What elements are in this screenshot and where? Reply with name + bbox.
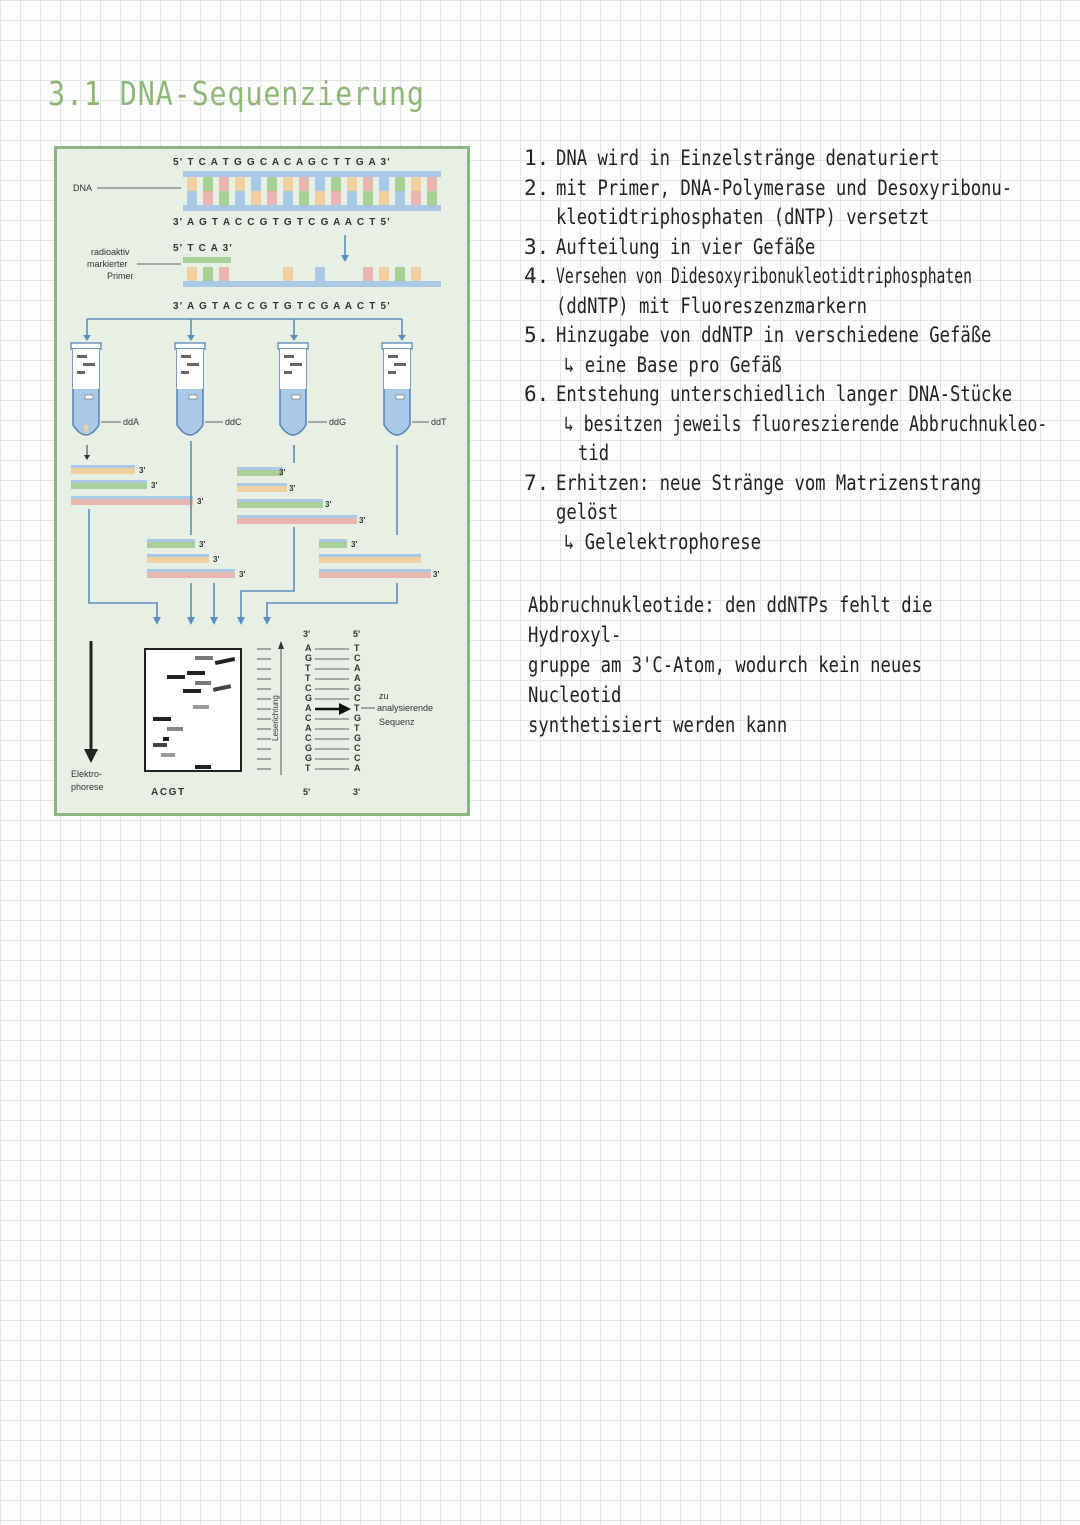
- strand-bottom-label: 3' A G T A C C G T G T C G A A C T 5': [173, 217, 391, 228]
- read-sequence: 3' A G T T C G A C A C G G T 5': [303, 629, 312, 797]
- ana-seq-5: G: [354, 683, 361, 693]
- analysed-sequence: 5' T C A A G C T G T G C C A 3': [353, 629, 361, 797]
- three-prime-t1: 3': [351, 540, 357, 549]
- three-prime-g1: 3': [279, 468, 285, 477]
- three-prime-g4: 3': [359, 516, 365, 525]
- list-item: 5.Hinzugabe von ddNTP in verschiedene Ge…: [524, 323, 992, 347]
- three-prime-a3: 3': [197, 497, 203, 506]
- read-seq-6: G: [305, 693, 312, 703]
- read-seq-7: A: [305, 703, 312, 713]
- zu-label-3: Sequenz: [379, 717, 415, 727]
- read-seq-11: G: [305, 743, 312, 753]
- read-seq-13: T: [305, 763, 311, 773]
- list-item: 1.DNA wird in Einzelstränge denaturiert: [524, 146, 940, 170]
- three-prime-c3: 3': [239, 570, 245, 579]
- three-prime-c1: 3': [199, 540, 205, 549]
- read-seq-12: G: [305, 753, 312, 763]
- dna-label: DNA: [73, 183, 92, 193]
- gel-lane-labels: ACGT: [151, 787, 186, 798]
- strand-top-label: 5' T C A T G G C A C A G C T T G A 3': [173, 157, 391, 168]
- three-prime-c2: 3': [213, 555, 219, 564]
- electrophoresis-label-1: Elektro-: [71, 769, 102, 779]
- tube-ddG: [277, 342, 309, 436]
- list-item: 7.Erhitzen: neue Stränge vom Matrizenstr…: [524, 470, 982, 495]
- page-title: 3.1 DNA-Sequenzierung: [48, 74, 425, 113]
- three-prime-g2: 3': [289, 484, 295, 493]
- zu-label-2: analysierende: [377, 703, 433, 713]
- steps-list: 1.DNA wird in Einzelstränge denaturiert …: [524, 144, 1074, 557]
- gel: ACGT: [144, 648, 242, 798]
- read-seq-14: 5': [303, 787, 310, 797]
- three-prime-g3: 3': [325, 500, 331, 509]
- ana-seq-2: C: [354, 653, 361, 663]
- tube-label-ddT: ddT: [431, 417, 447, 427]
- read-seq-4: T: [305, 673, 311, 683]
- definition-line: Abbruchnukleotide: den ddNTPs fehlt die …: [528, 593, 933, 647]
- tube-label-ddG: ddG: [329, 417, 346, 427]
- ana-seq-11: C: [354, 743, 361, 753]
- tube-ddT: [381, 342, 413, 436]
- ana-seq-6: C: [354, 693, 361, 703]
- ana-seq-14: 3': [353, 787, 360, 797]
- tube-label-ddA: ddA: [123, 417, 139, 427]
- primer-label-3: Primer: [107, 271, 134, 281]
- read-seq-3: T: [305, 663, 311, 673]
- read-seq-5: C: [305, 683, 312, 693]
- three-prime-a1: 3': [139, 466, 145, 475]
- ana-seq-1: T: [354, 643, 360, 653]
- read-seq-10: C: [305, 733, 312, 743]
- dna-nucleotides-top: [187, 177, 437, 191]
- list-item: 6.Entstehung unterschiedlich langer DNA-…: [524, 382, 1013, 406]
- primer-seq-label: 5' T C A 3': [173, 243, 233, 254]
- sanger-diagram: 5' T C A T G G C A C A G C T T G A 3': [70, 157, 447, 798]
- three-prime-a2: 3': [151, 481, 157, 490]
- gel-bands: [153, 656, 236, 769]
- list-item: 3.Aufteilung in vier Gefäße: [524, 234, 816, 259]
- read-seq-1: A: [305, 643, 312, 653]
- definition-line: gruppe am 3'C-Atom, wodurch kein neues N…: [528, 653, 922, 707]
- dna-nucleotides-bottom: [187, 191, 437, 205]
- tube-label-ddC: ddC: [225, 417, 242, 427]
- ana-seq-0: 5': [353, 629, 360, 639]
- ana-seq-10: G: [354, 733, 361, 743]
- fragments-ddA: 3' 3' 3': [71, 465, 203, 506]
- ana-seq-9: T: [354, 723, 360, 733]
- ana-seq-13: A: [354, 763, 361, 773]
- read-direction-label: Leserichtung: [271, 695, 280, 741]
- list-item: 4.Versehen von Didesoxyribonukleotidtrip…: [524, 264, 972, 288]
- fragments-ddG: 3' 3' 3' 3': [237, 467, 365, 525]
- ana-seq-12: C: [354, 753, 361, 763]
- sanger-figure: 5' T C A T G G C A C A G C T T G A 3': [54, 146, 470, 816]
- read-seq-2: G: [305, 653, 312, 663]
- definition-block: Abbruchnukleotide: den ddNTPs fehlt die …: [528, 590, 1076, 740]
- primer-template-nucleotides: [187, 267, 421, 281]
- read-seq-9: A: [305, 723, 312, 733]
- ana-seq-3: A: [354, 663, 361, 673]
- fragments-ddC: 3' 3' 3': [147, 539, 245, 579]
- ana-seq-8: G: [354, 713, 361, 723]
- primer-label-1: radioaktiv: [91, 247, 130, 257]
- tube-ddC: [174, 342, 206, 436]
- read-seq-0: 3': [303, 629, 310, 639]
- tube-ddA: [70, 342, 102, 436]
- list-item: 2.mit Primer, DNA-Polymerase und Desoxyr…: [524, 175, 1013, 200]
- ana-seq-4: A: [354, 673, 361, 683]
- ana-seq-7: T: [354, 703, 360, 713]
- definition-line: synthetisiert werden kann: [528, 713, 788, 737]
- read-seq-8: C: [305, 713, 312, 723]
- strand-bottom-2-label: 3' A G T A C C G T G T C G A A C T 5': [173, 301, 391, 312]
- electrophoresis-label-2: phorese: [71, 782, 104, 792]
- primer-label-2: markierter: [87, 259, 128, 269]
- three-prime-t3: 3': [433, 570, 439, 579]
- zu-label-1: zu: [379, 691, 389, 701]
- fragments-ddT: 3' 3': [319, 539, 439, 579]
